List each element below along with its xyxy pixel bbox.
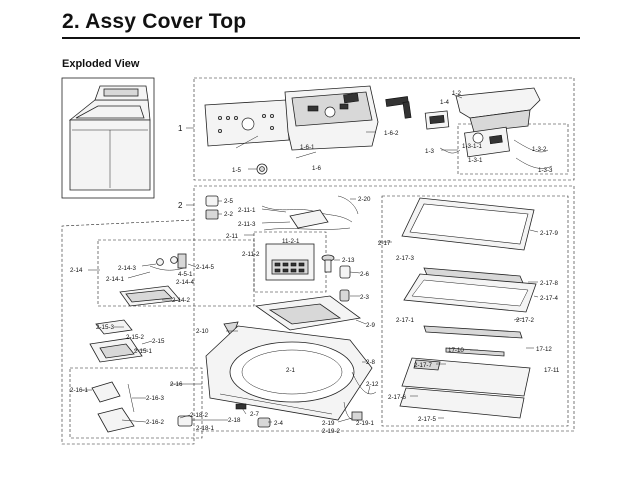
label-1-3-2: 1-3-2 (532, 146, 547, 153)
label-1: 1 (178, 124, 183, 133)
leader-lines (82, 93, 539, 423)
label-2-15-1: 2-15-1 (134, 348, 152, 355)
detergent-assy-2-14 (119, 253, 187, 307)
label-2-17-5: 2-17-5 (418, 416, 436, 423)
label-2-11-1: 2-11-1 (238, 207, 256, 214)
group-2-16-frame (69, 367, 203, 439)
connector-2-19 (351, 411, 363, 421)
washer-overview-illustration (61, 77, 155, 199)
label-1-3-1: 1-3-1 (468, 157, 483, 164)
rear-cover-panel (455, 87, 541, 133)
label-2-17-6: 2-17-6 (388, 394, 406, 401)
valve-parts (321, 254, 351, 302)
label-1-3-3: 1-3-3 (538, 167, 553, 174)
label-11-2-1: 11-2-1 (282, 238, 300, 245)
label-2-14-4: 2-14-4 (176, 279, 194, 286)
label-2-20: 2-20 (358, 196, 371, 203)
label-2-4: 2-4 (274, 420, 284, 427)
label-2-18: 2-18 (228, 417, 241, 424)
hinge-parts-2-16 (91, 381, 135, 433)
label-2-19-1: 2-19-1 (356, 420, 374, 427)
label-17-11: 17-11 (544, 367, 560, 374)
label-2-1: 2-1 (286, 367, 296, 374)
label-2: 2 (178, 201, 183, 210)
label-2-9: 2-9 (366, 322, 376, 329)
panel-pcb-small (343, 92, 412, 119)
main-pcb-assembly (464, 126, 510, 158)
label-1-3: 1-3 (425, 148, 435, 155)
label-2-14-1: 2-14-1 (106, 276, 124, 283)
label-1-6-1: 1-6-1 (300, 144, 315, 151)
group-2-frame (61, 185, 575, 445)
label-2-17-9: 2-17-9 (540, 230, 558, 237)
label-2-19-2: 2-19-2 (322, 428, 340, 435)
control-panel-rear (284, 85, 379, 151)
label-2-18-2: 2-18-2 (190, 412, 208, 419)
label-2-17-8: 2-17-8 (540, 280, 558, 287)
label-1-6: 1-6 (312, 165, 322, 172)
section-subtitle: Exploded View (62, 58, 140, 70)
label-2-5: 2-5 (224, 198, 234, 205)
label-2-17-2: 2-17-2 (516, 317, 534, 324)
label-2-17: 2-17 (378, 240, 391, 247)
label-2-13: 2-13 (342, 257, 355, 264)
label-2-17-1: 2-17-1 (396, 317, 414, 324)
group-2-17-frame (381, 195, 569, 427)
small-parts-bottom (177, 403, 271, 428)
label-2-18-1: 2-18-1 (196, 425, 214, 432)
label-2-16-3: 2-16-3 (146, 395, 164, 402)
label-2-14-3: 2-14-3 (118, 265, 136, 272)
label-2-14-2: 2-14-2 (172, 297, 190, 304)
label-2-12: 2-12 (366, 381, 379, 388)
title-underline (62, 37, 580, 39)
label-2-15-2: 2-15-2 (126, 334, 144, 341)
label-2-16: 2-16 (170, 381, 183, 388)
label-2-17-4: 2-17-4 (540, 295, 558, 302)
control-panel-front (204, 99, 290, 147)
label-2-7: 2-7 (250, 411, 260, 418)
label-2-16-2: 2-16-2 (146, 419, 164, 426)
label-2-8: 2-8 (366, 359, 376, 366)
label-2-16-1: 2-16-1 (70, 387, 88, 394)
dispenser-bracket-2-9 (254, 295, 361, 331)
part-2-5-2-2 (205, 195, 219, 220)
label-2-10: 2-10 (196, 328, 209, 335)
cable-1-3 (439, 147, 461, 154)
top-cover-2-1 (205, 325, 373, 421)
label-1-6-2: 1-6-2 (384, 130, 399, 137)
wire-2-12 (351, 371, 377, 395)
label-2-15-3: 2-15-3 (96, 324, 114, 331)
sub-pcb-2-11-2 (265, 243, 315, 281)
label-2-14: 2-14 (70, 267, 83, 274)
display-pcb (424, 110, 450, 130)
label-2-17-7: 2-17-7 (414, 362, 432, 369)
label-1-3-1-1: 1-3-1-1 (462, 143, 483, 150)
knob-part (256, 163, 268, 175)
label-17-10: 17-10 (448, 347, 464, 354)
label-1-4: 1-4 (440, 99, 450, 106)
main-harness-2-11 (261, 195, 359, 231)
label-4-5-1: 4-5-1 (178, 271, 193, 278)
callout-labels: 1 1-2 1-4 1-3 1-3-1-1 1-3-1 1-3-2 1-3-3 … (70, 90, 560, 435)
label-2-11: 2-11 (226, 233, 238, 240)
label-2-14-5: 2-14-5 (196, 264, 214, 271)
wire-harness-1-3 (513, 139, 553, 169)
label-2-15: 2-15 (152, 338, 165, 345)
label-2-3: 2-3 (360, 294, 370, 301)
label-2-11-2: 2-11-2 (242, 251, 260, 258)
label-2-19: 2-19 (322, 420, 335, 427)
label-2-2: 2-2 (224, 211, 234, 218)
label-2-6: 2-6 (360, 271, 370, 278)
label-1-2: 1-2 (452, 90, 462, 97)
group-2-14-frame (97, 239, 255, 307)
lid-assembly-2-17 (399, 197, 537, 419)
detergent-drawer-2-15 (89, 319, 143, 363)
label-1-5: 1-5 (232, 167, 242, 174)
label-2-11-3: 2-11-3 (238, 221, 256, 228)
page-title: 2. Assy Cover Top (62, 10, 247, 33)
label-17-12: 17-12 (536, 346, 552, 353)
label-2-17-3: 2-17-3 (396, 255, 414, 262)
